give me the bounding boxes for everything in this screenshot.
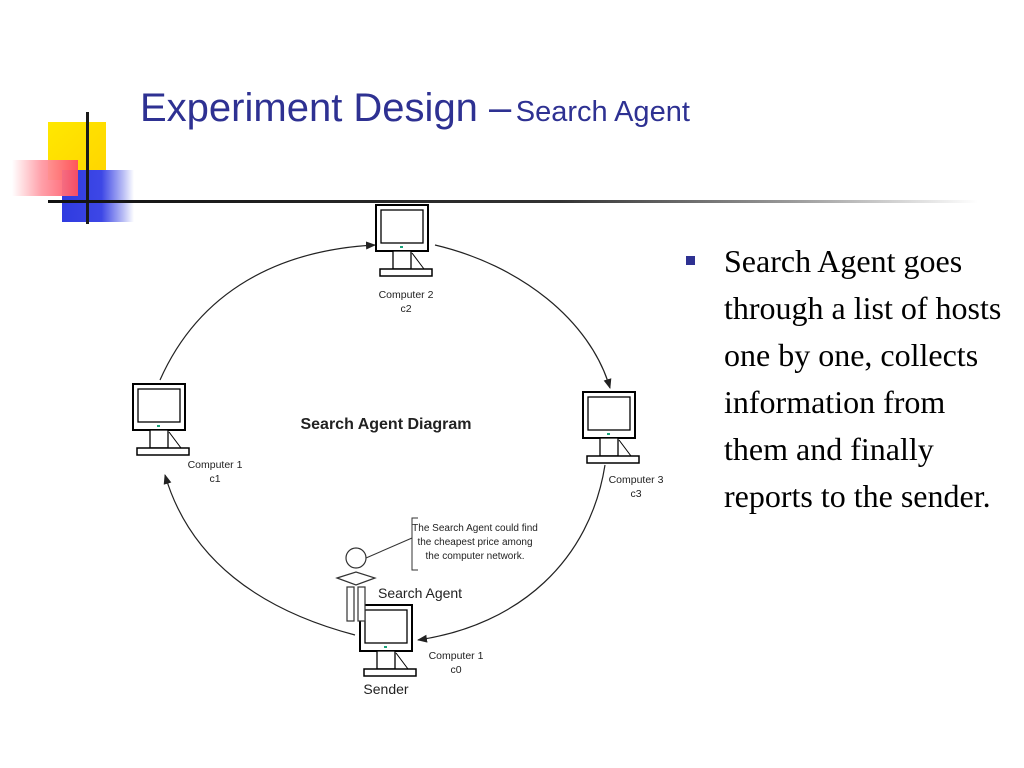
bullet-text: Search Agent goes through a list of host… — [724, 243, 1002, 514]
callout-line-2: the cheapest price among — [417, 537, 532, 548]
search-agent-diagram: Computer 2 c2 Computer 3 c3 Computer 1 c… — [132, 204, 664, 697]
arrow-c2-to-c3 — [434, 244, 612, 389]
title-subtitle: Search Agent — [515, 96, 690, 128]
computer-c2-icon — [375, 204, 433, 277]
node-label-c0: Computer 1 — [429, 650, 484, 662]
node-id-c2: c2 — [400, 303, 411, 315]
arrow-c3-to-c0 — [417, 464, 606, 643]
node-id-c3: c3 — [630, 488, 641, 500]
decor-vertical-line — [86, 112, 89, 224]
node-label-c1: Computer 1 — [188, 459, 243, 471]
computer-c3-icon — [582, 391, 640, 464]
title-underline — [48, 200, 978, 203]
node-label-c3: Computer 3 — [609, 474, 664, 486]
callout-pointer — [365, 537, 413, 559]
computer-c1-icon — [132, 383, 190, 456]
node-label-c2: Computer 2 — [379, 289, 434, 301]
node-id-c0: c0 — [450, 664, 461, 676]
node-id-c1: c1 — [209, 473, 220, 485]
computer-c0-icon — [359, 604, 417, 677]
decor-red-square — [12, 160, 78, 196]
sender-label: Sender — [363, 681, 408, 697]
agent-label: Search Agent — [378, 585, 462, 601]
arrow-c1-to-c2 — [159, 241, 376, 381]
arrow-c0-to-c1 — [163, 474, 356, 636]
diagram-heading: Search Agent Diagram — [300, 416, 471, 433]
search-agent-person-icon — [335, 547, 377, 622]
callout-line-3: the computer network. — [426, 551, 525, 562]
callout-line-1: The Search Agent could find — [412, 523, 538, 534]
callout-bracket — [411, 517, 418, 571]
bullet-square-icon — [686, 256, 695, 265]
title-main: Experiment Design – — [140, 86, 512, 130]
slide-title: Experiment Design – Search Agent — [140, 86, 690, 131]
